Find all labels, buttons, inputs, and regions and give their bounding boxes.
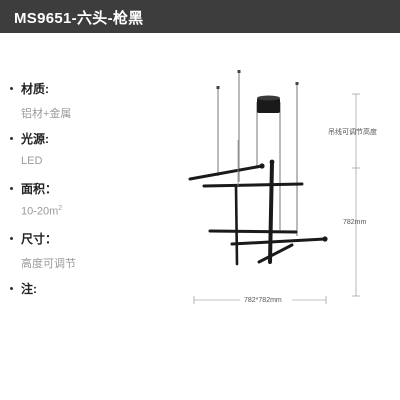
upper-bars xyxy=(188,164,304,188)
spec-label: 光源: xyxy=(21,132,49,146)
bullet-dot-icon xyxy=(10,237,13,240)
spec-value: 10-20m2 xyxy=(21,205,63,218)
spec-value: 铝材+金属 xyxy=(21,108,72,120)
spec-size: 尺寸： 高度可调节 xyxy=(10,230,76,271)
spec-material: 材质: 铝材+金属 xyxy=(10,80,71,121)
center-rod xyxy=(268,159,275,264)
spec-value: 高度可调节 xyxy=(21,258,76,270)
suspension-cables xyxy=(217,72,298,236)
height-dimension xyxy=(352,93,360,297)
spec-area: 面积： 10-20m2 xyxy=(10,180,62,218)
title-bar: MS9651-六头-枪黑 xyxy=(0,0,400,33)
cable-caps xyxy=(216,70,299,89)
height-text: 782mm xyxy=(343,219,367,226)
ceiling-canopy xyxy=(257,95,280,113)
bullet-dot-icon xyxy=(10,287,13,290)
cable-note-text: 吊线可调节高度 xyxy=(328,127,377,136)
vertical-bars xyxy=(234,184,239,266)
bullet-dot-icon xyxy=(10,137,13,140)
lower-bars xyxy=(208,229,327,264)
spec-label: 尺寸： xyxy=(21,232,58,246)
bullet-dot-icon xyxy=(10,87,13,90)
spec-label: 面积： xyxy=(21,182,58,196)
spec-label: 材质: xyxy=(21,82,49,96)
width-text: 782*782mm xyxy=(244,297,282,304)
page-title: MS9651-六头-枪黑 xyxy=(14,10,144,27)
spec-light-source: 光源: LED xyxy=(10,130,49,167)
spec-label: 注: xyxy=(21,282,37,296)
bullet-dot-icon xyxy=(10,187,13,190)
spec-note: 注: xyxy=(10,280,37,305)
spec-value: LED xyxy=(21,155,43,167)
